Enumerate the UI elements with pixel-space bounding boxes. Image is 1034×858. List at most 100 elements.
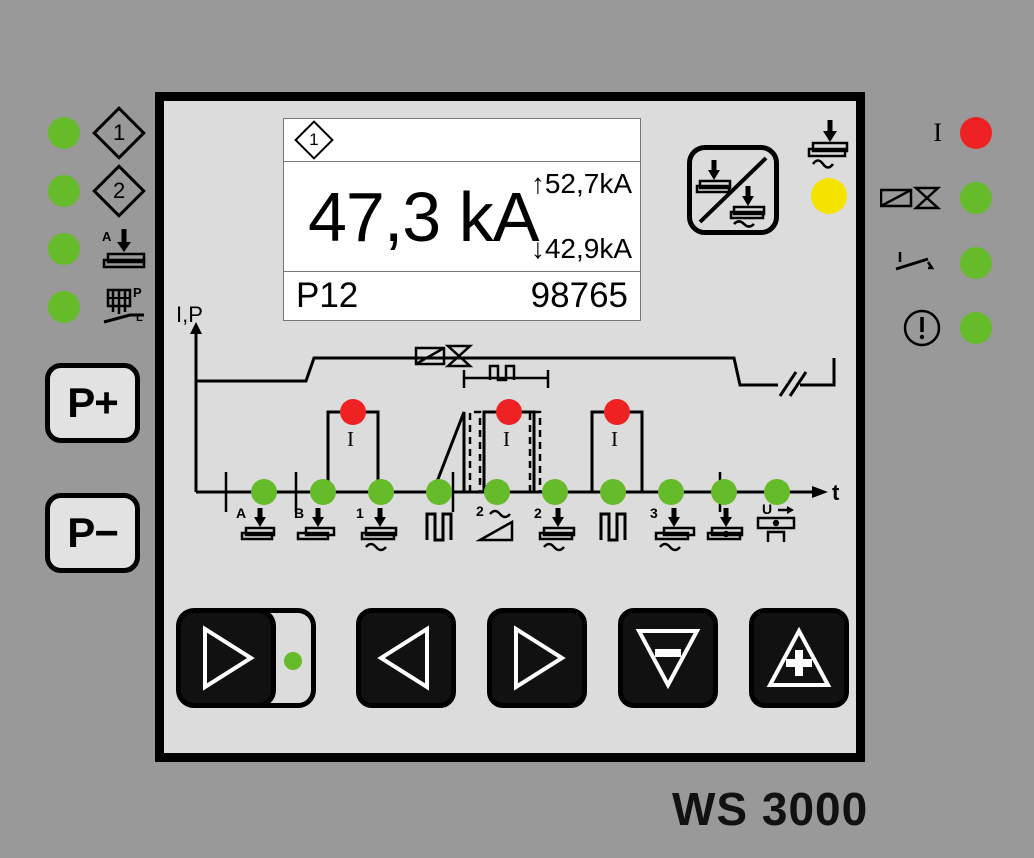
stage-led-1 xyxy=(251,479,277,505)
pulse-gate-left xyxy=(468,410,482,492)
lcd-max-limit: ↑ 52,7kA xyxy=(531,168,632,200)
program-down-label: P− xyxy=(67,509,119,556)
led-valve xyxy=(960,182,992,214)
led-current-pulse-2 xyxy=(496,399,522,425)
stage-led-2 xyxy=(310,479,336,505)
lcd-program-badge-icon: 1 xyxy=(294,120,334,160)
led-weld-ready xyxy=(811,178,847,214)
axis-label-ip: I,P xyxy=(176,302,203,327)
stage-icon-electrode-a: A xyxy=(236,505,276,541)
left-indicator-electrode-a: A xyxy=(48,224,158,274)
svg-text:U: U xyxy=(762,501,772,517)
right-indicator-contactor xyxy=(872,238,992,288)
left-triangle-icon xyxy=(377,625,429,691)
lcd-counter: 98765 xyxy=(530,276,628,315)
left-indicator-electrode-dressing: P L xyxy=(48,282,158,332)
stage-icon-weld-2: 2 xyxy=(534,505,576,552)
current-icon: I xyxy=(933,118,942,147)
left-indicator-program-1: 1 xyxy=(48,106,158,160)
svg-text:P: P xyxy=(133,285,142,300)
stage-icon-slope-2: 2 xyxy=(475,503,514,542)
stage-icon-weld-1: 1 xyxy=(356,505,398,552)
stage-icon-pulse-2 xyxy=(599,512,627,542)
lcd-display: 1 47,3 kA ↑ 52,7kA ↓ 42,9kA P12 98765 xyxy=(283,118,641,321)
lcd-footer: P12 98765 xyxy=(284,271,640,320)
lcd-main-value: 47,3 kA xyxy=(308,177,539,256)
stage-icon-pulse-1 xyxy=(425,512,453,542)
time-break-icon xyxy=(778,371,798,397)
start-button-key[interactable] xyxy=(176,608,276,708)
program-up-label: P+ xyxy=(67,379,119,426)
current-slope xyxy=(431,411,466,493)
up-triangle-plus-icon xyxy=(766,626,832,687)
pulse-bracket xyxy=(462,364,550,388)
stage-led-7 xyxy=(600,479,626,505)
led-contactor xyxy=(960,247,992,279)
pulse-train-icon xyxy=(599,512,627,542)
force-curve-tail xyxy=(800,358,836,387)
program-up-button[interactable]: P+ xyxy=(45,363,140,443)
current-pulse-3-label: I xyxy=(611,427,618,451)
svg-text:2: 2 xyxy=(534,505,542,521)
program-down-button[interactable]: P− xyxy=(45,493,140,573)
stage-led-5 xyxy=(484,479,510,505)
led-electrode-a xyxy=(48,233,80,265)
pulse-train-icon xyxy=(488,364,516,382)
play-triangle-icon xyxy=(203,625,255,691)
svg-text:L: L xyxy=(136,312,143,324)
axis-label-t: t xyxy=(832,480,840,505)
valve-icon xyxy=(414,344,474,368)
lcd-main-row: 47,3 kA ↑ 52,7kA ↓ 42,9kA xyxy=(284,162,640,271)
left-button[interactable] xyxy=(356,608,456,708)
diamond-2-icon: 2 xyxy=(92,164,146,218)
stage-icon-voltage-measure: U xyxy=(756,501,796,542)
stage-led-10 xyxy=(764,479,790,505)
down-triangle-minus-icon xyxy=(635,629,701,690)
stage-led-8 xyxy=(658,479,684,505)
lcd-max-value: 52,7kA xyxy=(544,168,632,199)
switch-icon xyxy=(894,248,942,278)
warning-icon xyxy=(902,308,942,348)
stage-icon-hold xyxy=(706,508,744,541)
led-warning xyxy=(960,312,992,344)
lcd-program-badge-label: 1 xyxy=(309,130,319,149)
lcd-min-limit: ↓ 42,9kA xyxy=(531,233,632,265)
device-brand-label: WS 3000 xyxy=(672,783,869,835)
diamond-1-label: 1 xyxy=(112,120,126,145)
valve-icon xyxy=(880,183,942,213)
led-start xyxy=(284,652,302,670)
diamond-2-label: 2 xyxy=(112,178,126,203)
current-pulse-1-label: I xyxy=(347,427,354,451)
led-program-2 xyxy=(48,175,80,207)
svg-text:A: A xyxy=(102,229,112,244)
pulse-train-icon xyxy=(425,512,453,542)
stage-icon-electrode-b: B xyxy=(294,505,336,541)
svg-text:A: A xyxy=(236,505,246,521)
left-indicator-program-2: 2 xyxy=(48,164,158,218)
svg-text:B: B xyxy=(294,505,304,521)
stage-led-4 xyxy=(426,479,452,505)
lcd-limits: ↑ 52,7kA ↓ 42,9kA xyxy=(531,162,632,271)
svg-text:3: 3 xyxy=(650,505,658,521)
right-indicator-column: I xyxy=(872,108,992,368)
force-curve xyxy=(196,356,778,387)
arrow-up-icon: ↑ xyxy=(530,168,545,199)
right-indicator-valve xyxy=(872,173,992,223)
led-current-pulse-3 xyxy=(604,399,630,425)
right-indicator-warning xyxy=(872,303,992,353)
start-button[interactable] xyxy=(176,608,316,708)
lcd-header: 1 xyxy=(284,119,640,162)
weld-mode-toggle[interactable] xyxy=(687,145,779,235)
stage-icon-weld-3: 3 xyxy=(650,505,696,552)
electrode-dressing-icon: P L xyxy=(100,284,154,330)
increment-button[interactable] xyxy=(749,608,849,708)
led-current-pulse-1 xyxy=(340,399,366,425)
svg-text:1: 1 xyxy=(356,505,364,521)
decrement-button[interactable] xyxy=(618,608,718,708)
led-current-fault xyxy=(960,117,992,149)
right-button[interactable] xyxy=(487,608,587,708)
svg-text:2: 2 xyxy=(476,503,484,519)
stage-led-3 xyxy=(368,479,394,505)
lcd-program-label: P12 xyxy=(296,276,359,315)
